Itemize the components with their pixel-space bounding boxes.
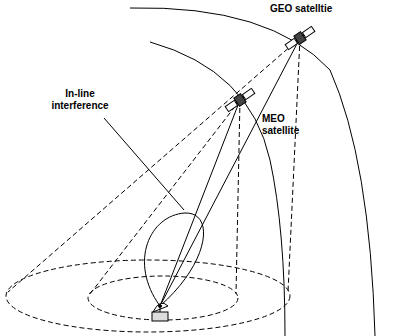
meo-satellite — [224, 87, 256, 114]
meo-link — [160, 100, 240, 306]
footprint-lines — [8, 38, 300, 294]
satellite-label: In-line interference — [40, 88, 120, 111]
satellite-label: MEO satellite — [262, 113, 317, 136]
geo-satellite — [284, 25, 316, 52]
earth-station — [152, 303, 168, 321]
geo-orbit — [130, 8, 375, 336]
meo-orbit — [150, 42, 285, 336]
geo-link — [160, 38, 300, 306]
leader-line — [104, 118, 184, 210]
satellite-label: GEO satelltie — [270, 3, 332, 15]
beam-lobe — [144, 213, 203, 306]
geo-coverage — [6, 260, 290, 332]
